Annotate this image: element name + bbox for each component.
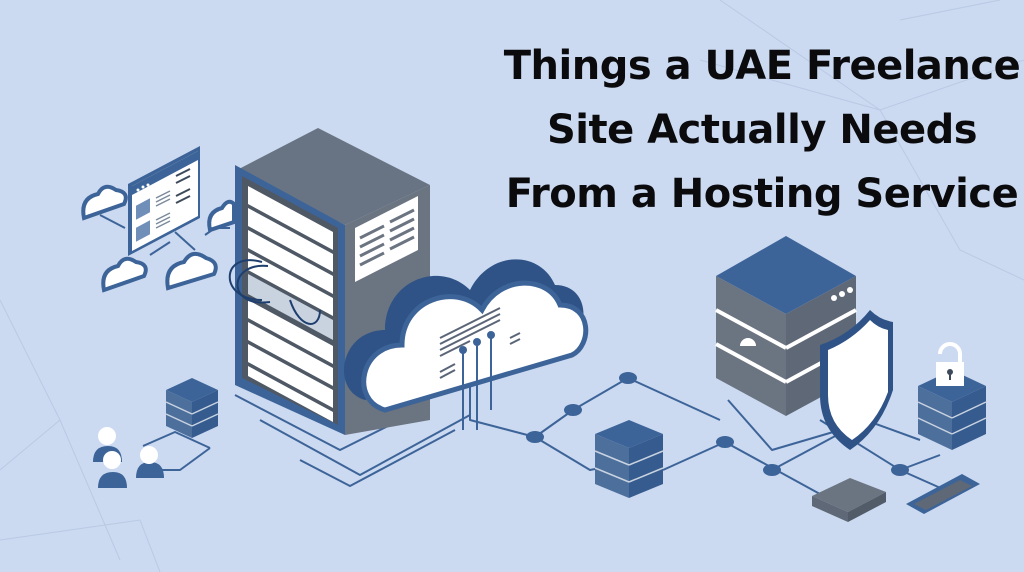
server-stack-icon xyxy=(594,420,664,498)
shield-icon xyxy=(820,310,893,450)
network-nodes xyxy=(526,372,909,476)
title-line-1: Things a UAE Freelance xyxy=(503,43,1021,89)
title-line-3: From a Hosting Service xyxy=(505,171,1019,217)
users-icon xyxy=(93,427,164,488)
cloud-icon xyxy=(81,184,236,293)
network-switch-icon xyxy=(812,478,886,522)
web-profile-window-icon xyxy=(128,146,200,256)
memory-module-icon xyxy=(906,474,980,514)
lock-icon xyxy=(917,342,987,450)
banner-title: Things a UAE Freelance Site Actually Nee… xyxy=(500,34,1024,226)
cloud-storage-icon xyxy=(343,259,589,430)
title-line-2: Site Actually Needs xyxy=(546,107,978,153)
server-stack-icon xyxy=(165,378,219,438)
